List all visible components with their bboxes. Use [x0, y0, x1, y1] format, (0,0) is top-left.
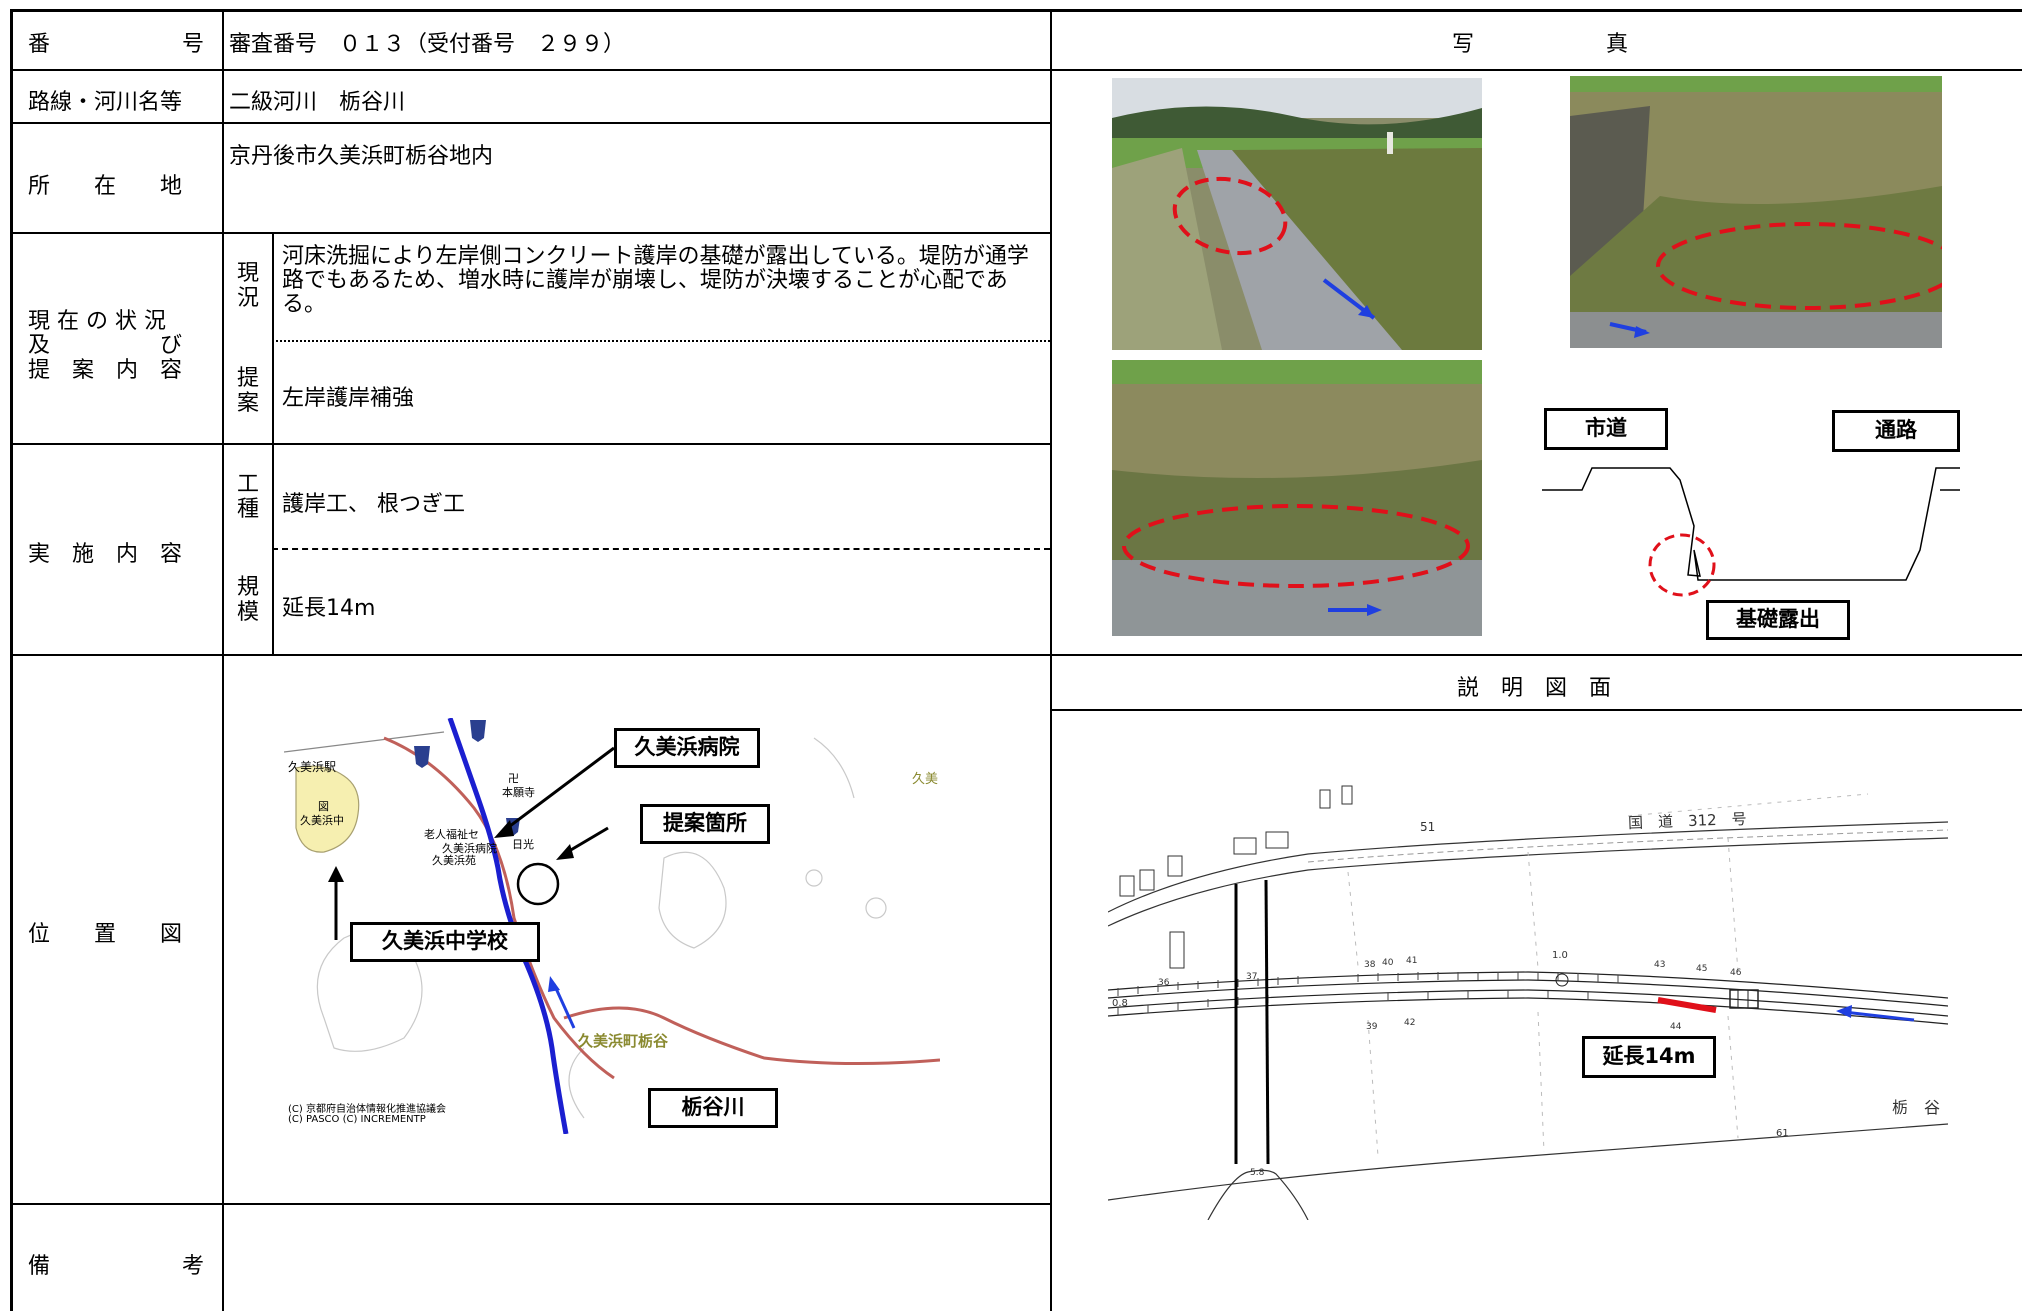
map-label-temple-symbol: 卍: [508, 772, 519, 785]
diagram-label-46: 46: [1730, 968, 1742, 978]
map-copyright-2: (C) PASCO (C) INCREMENTP: [288, 1114, 426, 1125]
number-label-right: 号: [182, 32, 205, 57]
callout-river: 栃谷川: [648, 1088, 778, 1128]
red-dash-ellipse: [1648, 533, 1716, 597]
diagram-label-36: 36: [1158, 978, 1170, 988]
diagram-label-39: 39: [1366, 1022, 1378, 1032]
diagram-label-40: 40: [1382, 958, 1394, 968]
route-label: 路線・河川名等: [28, 90, 183, 115]
diagram-header: 説 明 図 面: [1457, 676, 1612, 701]
type-text: 護岸工、 根つぎ工: [282, 492, 465, 517]
red-dash-ellipse: [1656, 222, 1942, 310]
map-label-town: 久美浜町栃谷: [578, 1032, 669, 1050]
photo-bank-water: [1112, 360, 1482, 636]
current-vertical-label: 現況: [236, 261, 259, 311]
diagram-label-38: 38: [1364, 960, 1376, 970]
red-dash-ellipse: [1122, 504, 1470, 588]
diagram-label-51: 51: [1420, 820, 1436, 834]
implementation-label: 実 施 内 容: [28, 542, 183, 567]
diagram-label-42: 42: [1404, 1018, 1416, 1028]
location-value: 京丹後市久美浜町栃谷地内: [229, 144, 494, 169]
diagram-label-58: 5.8: [1250, 1168, 1265, 1178]
status-label-3: 提 案 内 容: [28, 358, 183, 383]
diagram-label-10: 1.0: [1552, 950, 1568, 961]
diagram-label-37: 37: [1246, 972, 1258, 982]
map-label-temple: 本願寺: [502, 786, 535, 799]
map-label-elderly: 老人福祉セ: [424, 828, 479, 841]
location-map: 久美浜駅 図 久美浜中 卍 本願寺 老人福祉セ 久美浜病院 久美浜苑 日光 久美…: [284, 718, 940, 1134]
type-vertical-label: 工種: [236, 472, 259, 522]
map-label-school-symbol: 図: [318, 800, 329, 813]
photo-river-view: [1112, 78, 1482, 350]
map-label-sun: 日光: [512, 838, 534, 851]
map-label-hospital: 久美浜病院: [442, 842, 497, 855]
diagram-label-45: 45: [1696, 964, 1708, 974]
scale-text: 延長14m: [282, 596, 376, 621]
callout-hospital: 久美浜病院: [614, 728, 760, 768]
number-label-left: 番: [28, 32, 51, 57]
photo-header: 写 真: [1452, 32, 1629, 57]
map-label-kume-edge: 久美: [912, 772, 939, 787]
number-value: 審査番号 ０１３（受付番号 ２９９）: [229, 32, 626, 57]
status-label-1: 現 在 の 状 況: [28, 309, 166, 334]
diagram-label-61: 61: [1776, 1128, 1789, 1139]
callout-foundation: 基礎露出: [1706, 600, 1850, 640]
proposal-text: 左岸護岸補強: [282, 386, 415, 411]
location-label: 所 在 地: [28, 174, 183, 199]
map-label-school: 久美浜中: [300, 814, 344, 827]
photo-embankment-closeup: [1570, 76, 1942, 348]
location-map-label: 位 置 図: [28, 922, 183, 947]
diagram-label-43: 43: [1654, 960, 1666, 970]
callout-school: 久美浜中学校: [350, 922, 540, 962]
remarks-label: 備 考: [28, 1254, 205, 1279]
callout-proposal-site: 提案箇所: [640, 804, 770, 844]
diagram-label-08: 0.8: [1112, 998, 1128, 1009]
callout-length: 延長14m: [1582, 1036, 1716, 1078]
callout-city-road: 市道: [1544, 408, 1668, 450]
scale-vertical-label: 規模: [236, 575, 259, 625]
diagram-label-41: 41: [1406, 956, 1418, 966]
diagram-tochi-label: 栃 谷: [1892, 1098, 1941, 1117]
callout-passage: 通路: [1832, 410, 1960, 452]
map-copyright-1: (C) 京都府自治体情報化推進協議会: [288, 1104, 446, 1115]
proposal-vertical-label: 提案: [236, 366, 259, 416]
diagram-label-44: 44: [1670, 1022, 1682, 1032]
current-status-text: 河床洗掘により左岸側コンクリート護岸の基礎が露出している。堤防が通学路でもあるた…: [282, 244, 1029, 317]
diagram-road-label: 国 道 312 号: [1627, 809, 1747, 833]
map-label-kumiho: 久美浜苑: [432, 854, 476, 867]
status-label-2: 及 び: [28, 333, 183, 358]
route-value: 二級河川 栃谷川: [229, 90, 406, 115]
map-label-station: 久美浜駅: [288, 760, 337, 774]
explanation-diagram: 国 道 312 号 51 36 37 38 40 41 1.0 43 45 46…: [1108, 776, 1948, 1220]
cross-section-sketch: [1542, 467, 1960, 597]
red-dash-ellipse: [1172, 176, 1288, 256]
